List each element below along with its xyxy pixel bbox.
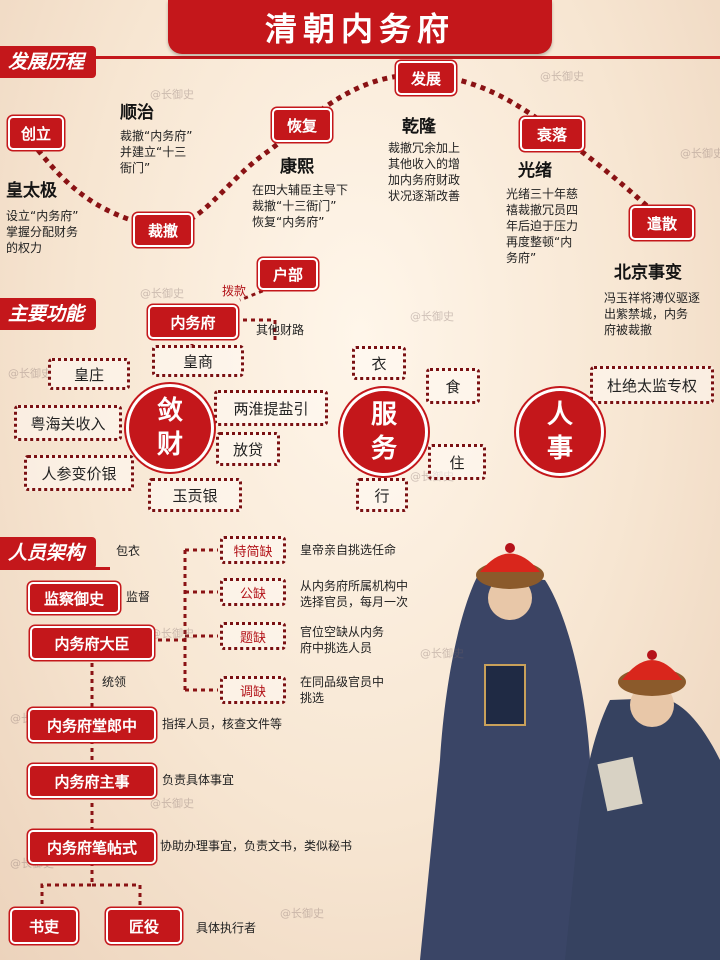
official-left [420,543,600,960]
finance-item: 两淮提盐引 [214,390,328,426]
hierarchy-note: 指挥人员，核查文件等 [162,717,283,731]
function-circle-personnel: 人事 [516,388,604,476]
service-item: 衣 [352,346,406,380]
ruler-desc: 裁撤冗余加上其他收入的增加内务府财政状况逐渐改善 [388,141,461,203]
finance-item: 玉贡银 [148,478,242,512]
ruler-name: 顺治 [120,103,154,123]
watermark: @长御史 [150,797,194,810]
watermark: @长御史 [150,88,194,101]
ruler-name: 康熙 [280,157,314,177]
selection-bracket [150,548,218,692]
ruler-desc: 冯玉祥将溥仪驱逐出紫禁城，内务府被裁撤 [604,291,701,337]
section-heading-functions: 主要功能 [0,298,97,330]
finance-item: 皇商 [152,345,244,377]
node-artisan: 匠役 [106,908,182,944]
selection-method: 题缺 [220,622,286,650]
stage-cut: 裁撤 [133,213,193,247]
selection-method: 公缺 [220,578,286,606]
watermark: @长御史 [410,310,454,323]
node-hierarchy: 内务府主事 [28,764,156,798]
label-lead: 统领 [102,675,127,689]
stage-restore: 恢复 [272,108,332,142]
selection-desc: 皇帝亲自挑选任命 [300,543,397,557]
watermark: @长御史 [150,627,194,640]
ruler-name: 光绪 [518,161,552,181]
hierarchy-note: 协助办理事宜，负责文书，类似秘书 [160,839,353,853]
ruler-name: 乾隆 [402,117,436,137]
hierarchy-note: 负责具体事宜 [162,773,235,787]
selection-method: 调缺 [220,676,286,704]
label-appropriation: 拨款 [222,284,247,298]
ruler-name: 北京事变 [614,263,682,283]
watermark: @长御史 [280,907,324,920]
stage-abolish: 遣散 [630,206,694,240]
function-circle-finance: 敛财 [126,384,214,472]
node-neiwufu: 内务府 [148,305,238,339]
ruler-desc: 裁撤“内务府”并建立“十三衙门” [120,129,193,175]
bottom-note: 具体执行者 [196,921,257,935]
hierarchy-link [40,655,142,905]
watermark: @长御史 [420,647,464,660]
personnel-item: 杜绝太监专权 [590,366,714,404]
section-heading-history: 发展历程 [0,46,97,78]
ruler-desc: 在四大辅臣主导下裁撤“十三衙门”恢复“内务府” [252,183,349,229]
node-hierarchy: 内务府堂郎中 [28,708,156,742]
label-baoyi: 包衣 [116,544,141,558]
stage-create: 创立 [8,116,64,150]
watermark: @长御史 [540,70,584,83]
page-title: 清朝内务府 [168,0,552,54]
ruler-desc: 设立“内务府”掌握分配财务的权力 [6,209,79,255]
section-heading-staff: 人员架构 [0,537,97,569]
selection-desc: 在同品级官员中挑选 [300,675,385,705]
finance-item: 放贷 [216,432,280,466]
official-right [565,650,720,960]
label-other-finance: 其他财路 [256,323,305,337]
finance-item: 人参变价银 [24,455,134,491]
stage-develop: 发展 [396,61,456,95]
selection-desc: 从内务府所属机构中选择官员，每月一次 [300,579,409,609]
ruler-desc: 光绪三十年慈禧裁撤冗员四年后迫于压力再度整顿“内务府” [506,187,579,265]
qing-officials-illustration [420,543,720,960]
service-item: 住 [428,444,486,480]
node-hubu: 户部 [258,258,318,290]
finance-item: 皇庄 [48,358,130,390]
ruler-name: 皇太极 [6,181,57,201]
title-rule [0,56,720,59]
supervisor-note: 监督 [126,590,151,604]
node-supervisor: 监察御史 [28,582,120,614]
watermark: @长御史 [8,367,52,380]
selection-method: 特简缺 [220,536,286,564]
function-circle-service: 服务 [340,388,428,476]
node-clerk: 书吏 [10,908,78,944]
node-hierarchy: 内务府笔帖式 [28,830,156,864]
watermark: @长御史 [140,287,184,300]
neiwufu-to-other [235,318,277,340]
service-item: 食 [426,368,480,404]
node-minister: 内务府大臣 [30,626,154,660]
watermark: @长御史 [680,147,720,160]
service-item: 行 [356,478,408,512]
finance-item: 粤海关收入 [14,405,122,441]
stage-decline: 衰落 [520,117,584,151]
selection-desc: 官位空缺从内务府中挑选人员 [300,625,385,655]
